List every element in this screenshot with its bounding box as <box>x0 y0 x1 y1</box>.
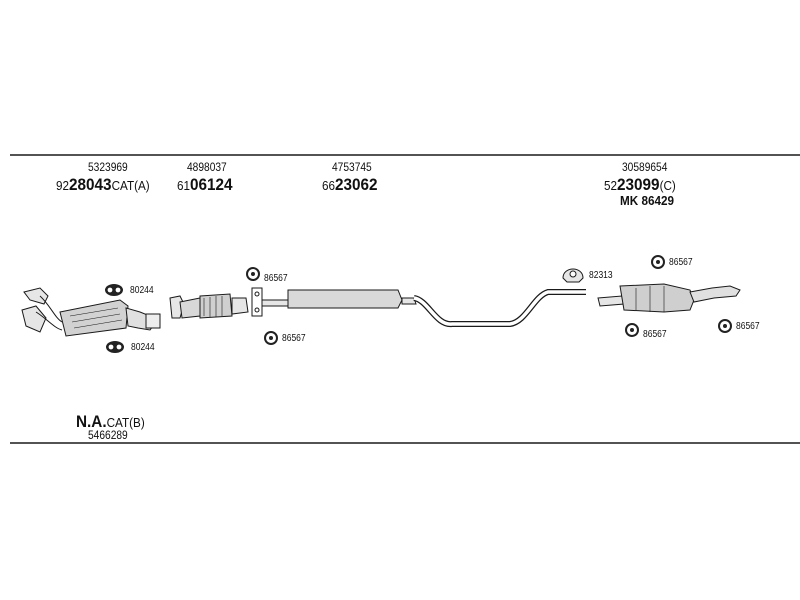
hanger-bracket-icon <box>251 287 263 317</box>
mounting-kit-label: MK 86429 <box>620 193 674 208</box>
footnote-cat-b: N.A.CAT(B) <box>76 412 145 432</box>
part-number-middle-silencer: 4753745 <box>332 160 372 174</box>
mount-label-rear-bottom-left: 86567 <box>643 329 667 340</box>
mount-label-rear-top: 86567 <box>669 257 693 268</box>
middle-silencer-drawing <box>261 289 417 309</box>
part-ref-rear-silencer: 5223099(C) <box>604 175 676 195</box>
rubber-mount-icon <box>106 341 124 353</box>
part-number-catalytic: 5323969 <box>88 160 128 174</box>
part-ref-catalytic: 9228043CAT(A) <box>56 175 150 195</box>
clamp-icon <box>562 268 584 283</box>
part-ref-main: 23062 <box>335 175 378 194</box>
footnote-suffix: CAT(B) <box>106 415 145 430</box>
front-pipe-drawing <box>169 293 249 319</box>
mount-label-rear-bottom-right: 86567 <box>736 321 760 332</box>
part-ref-front-pipe: 6106124 <box>177 175 233 195</box>
part-ref-prefix: 92 <box>56 178 70 193</box>
mount-label-front-pipe-bottom: 86567 <box>282 333 306 344</box>
footnote-main: N.A. <box>76 412 107 431</box>
part-ref-main: 23099 <box>617 175 660 194</box>
part-ref-prefix: 66 <box>322 178 336 193</box>
footnote-number: 5466289 <box>88 428 128 442</box>
intermediate-pipe-inner <box>413 290 586 326</box>
rear-silencer-drawing <box>597 283 741 313</box>
mount-label-cat-bottom: 80244 <box>131 342 155 353</box>
rubber-mount-icon <box>625 323 639 337</box>
mount-label-clamp: 82313 <box>589 270 613 281</box>
rubber-mount-icon <box>651 255 665 269</box>
part-ref-suffix: (C) <box>659 178 676 193</box>
rubber-mount-icon <box>264 331 278 345</box>
part-ref-suffix: CAT(A) <box>111 178 150 193</box>
part-ref-prefix: 61 <box>177 178 191 193</box>
part-ref-main: 28043 <box>69 175 112 194</box>
part-number-rear-silencer: 30589654 <box>622 160 668 174</box>
rubber-mount-icon <box>718 319 732 333</box>
rubber-mount-icon <box>105 284 123 296</box>
mount-label-cat-top: 80244 <box>130 285 154 296</box>
part-ref-main: 06124 <box>190 175 233 194</box>
catalytic-converter-drawing <box>21 287 161 337</box>
part-ref-prefix: 52 <box>604 178 618 193</box>
part-ref-middle-silencer: 6623062 <box>322 175 378 195</box>
part-number-front-pipe: 4898037 <box>187 160 227 174</box>
mount-label-front-pipe-top: 86567 <box>264 273 288 284</box>
rubber-mount-icon <box>246 267 260 281</box>
